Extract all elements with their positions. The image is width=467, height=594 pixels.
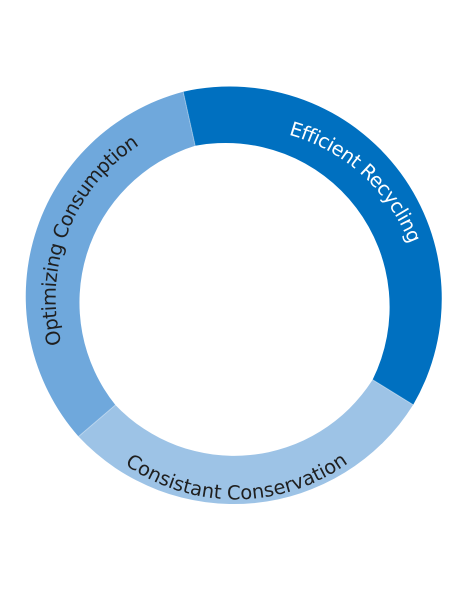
segment-optimizing-consumption	[25, 91, 196, 437]
segment-efficient-recycling	[183, 86, 442, 405]
segment-divider	[78, 404, 116, 437]
segment-divider	[182, 91, 196, 146]
segment-consistant-conservation	[78, 379, 414, 505]
segment-divider	[372, 379, 414, 406]
